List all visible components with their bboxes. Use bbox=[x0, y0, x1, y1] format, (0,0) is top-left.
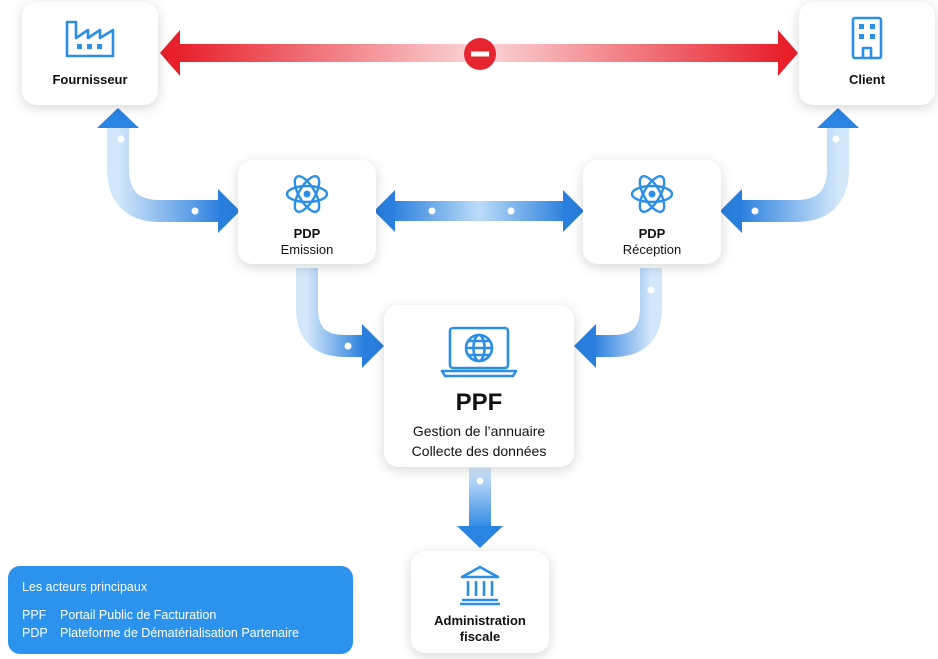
ppf-node: PPF Gestion de l’annuaire Collecte des d… bbox=[384, 305, 574, 467]
legend-text: Plateforme de Dématérialisation Partenai… bbox=[60, 626, 300, 640]
pdp-emission-title: PDP bbox=[293, 226, 321, 241]
ppf-line-1: Gestion de l’annuaire bbox=[412, 423, 546, 439]
arrow-pdp-emission-pdp-reception bbox=[374, 190, 584, 232]
factory-icon bbox=[63, 16, 117, 65]
legend-title: Les acteurs principaux bbox=[22, 580, 148, 594]
legend-text: Portail Public de Facturation bbox=[60, 608, 217, 622]
legend-row: PPF Portail Public de Facturation bbox=[22, 606, 339, 624]
administration-node: Administration fiscale bbox=[411, 551, 549, 653]
no-entry-icon bbox=[463, 37, 497, 71]
arrow-pdp-reception-ppf bbox=[574, 268, 662, 368]
fournisseur-node: Fournisseur bbox=[22, 2, 158, 105]
building-icon bbox=[849, 14, 885, 67]
administration-title-2: fiscale bbox=[459, 629, 501, 644]
pdp-emission-node: PDP Emission bbox=[238, 160, 376, 264]
atom-icon bbox=[628, 170, 676, 223]
arrow-ppf-administration bbox=[457, 468, 503, 548]
bank-icon bbox=[458, 563, 502, 612]
ppf-line-2: Collecte des données bbox=[411, 443, 547, 459]
pdp-reception-title: PDP bbox=[638, 226, 666, 241]
client-title: Client bbox=[848, 72, 886, 87]
pdp-reception-subtitle: Réception bbox=[622, 242, 682, 257]
pdp-reception-node: PDP Réception bbox=[583, 160, 721, 264]
ppf-title: PPF bbox=[455, 389, 503, 416]
legend-abbr: PDP bbox=[22, 626, 48, 640]
atom-icon bbox=[283, 170, 331, 223]
legend-row: PDP Plateforme de Dématérialisation Parte… bbox=[22, 624, 339, 642]
laptop-globe-icon bbox=[440, 325, 518, 384]
fournisseur-title: Fournisseur bbox=[52, 72, 128, 87]
administration-title-1: Administration bbox=[434, 613, 526, 628]
legend: Les acteurs principaux PPF Portail Public… bbox=[8, 566, 353, 654]
legend-abbr: PPF bbox=[22, 608, 47, 622]
client-node: Client bbox=[799, 2, 935, 105]
pdp-emission-subtitle: Emission bbox=[280, 242, 334, 257]
arrow-client-pdp-reception bbox=[720, 108, 859, 233]
arrow-fournisseur-pdp-emission bbox=[97, 108, 240, 233]
arrow-pdp-emission-ppf bbox=[296, 268, 384, 368]
